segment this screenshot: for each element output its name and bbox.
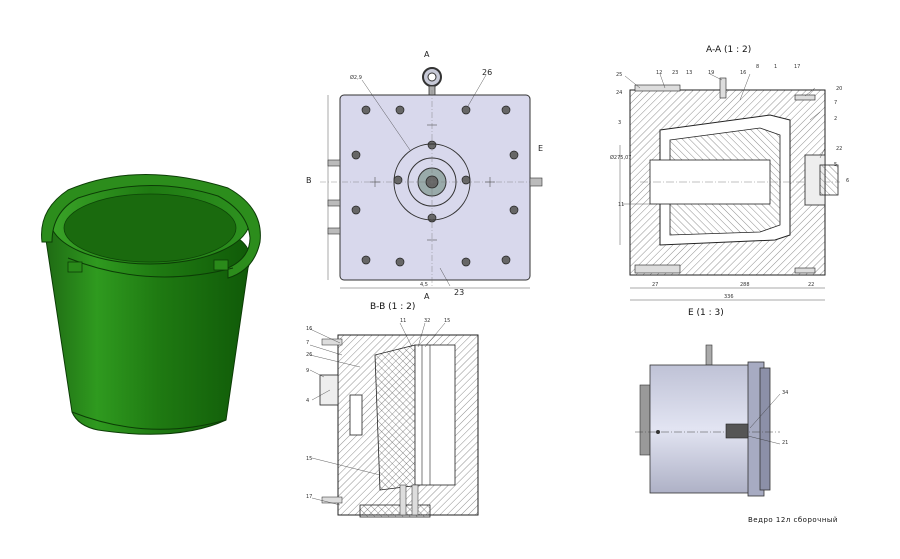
section-aa-title: A-A (1 : 2) — [706, 45, 752, 55]
balloon-23: 23 — [454, 288, 465, 297]
aa-balloon: 12 — [656, 70, 663, 76]
bb-balloon: 11 — [400, 318, 407, 324]
bucket-3d-view — [41, 174, 261, 435]
aa-balloon: 23 — [672, 70, 679, 76]
aa-balloon: 3 — [618, 120, 622, 126]
detail-e-title: E (1 : 3) — [688, 308, 724, 318]
dim-bottom: 4,5 — [420, 282, 428, 288]
aa-dim-total: 336 — [724, 294, 734, 300]
dim-top: Ø2,9 — [350, 75, 362, 81]
bucket-rim — [41, 174, 261, 279]
aa-balloon: 19 — [708, 70, 715, 76]
aa-dim: 288 — [740, 282, 750, 288]
section-marker-b: B — [306, 176, 312, 185]
aa-dim: 22 — [808, 282, 815, 288]
bb-balloon: 15 — [306, 456, 313, 462]
bb-balloon: 17 — [306, 494, 313, 500]
aa-balloon: 22 — [836, 146, 843, 152]
balloon-26: 26 — [482, 68, 493, 77]
section-marker-a-top: A — [424, 50, 430, 59]
aa-balloon: 20 — [836, 86, 843, 92]
detail-e-drawing — [635, 344, 781, 497]
drawing-caption: Ведро 12л сборочный — [748, 516, 838, 524]
bb-balloon: 9 — [306, 368, 310, 374]
aa-dim: 27 — [652, 282, 659, 288]
aa-balloon: 6 — [846, 178, 850, 184]
aa-balloon: 2 — [834, 116, 838, 122]
e-balloon-34: 34 — [782, 390, 789, 396]
front-view-drawing — [320, 67, 543, 289]
bucket-inner-wall — [63, 193, 237, 263]
detail-marker-e: E — [538, 144, 544, 153]
bb-balloon: 15 — [444, 318, 451, 324]
section-bb-title: B-B (1 : 2) — [370, 302, 416, 312]
section-marker-a-bottom: A — [424, 292, 430, 301]
aa-balloon: 17 — [794, 64, 801, 70]
aa-balloon: 13 — [686, 70, 693, 76]
section-aa-drawing — [619, 73, 840, 301]
section-bb-drawing — [309, 322, 479, 518]
bb-balloon: 26 — [306, 352, 313, 358]
aa-balloon: 11 — [618, 202, 625, 208]
e-balloon-21: 21 — [782, 440, 789, 446]
aa-balloon: 8 — [756, 64, 760, 70]
aa-balloon: 25 — [616, 72, 623, 78]
aa-balloon: 5 — [834, 162, 838, 168]
bb-balloon: 7 — [306, 340, 310, 346]
aa-balloon: 1 — [774, 64, 778, 70]
bb-balloon: 32 — [424, 318, 431, 324]
bb-balloon: 4 — [306, 398, 310, 404]
aa-balloon: 7 — [834, 100, 838, 106]
aa-balloon: 24 — [616, 90, 623, 96]
bb-balloon: 16 — [306, 326, 313, 332]
aa-dim-left: Ø275,07 — [610, 155, 632, 161]
front-view: A A B E 26 23 Ø2,9 4,5 — [300, 50, 550, 310]
aa-balloon: 16 — [740, 70, 747, 76]
